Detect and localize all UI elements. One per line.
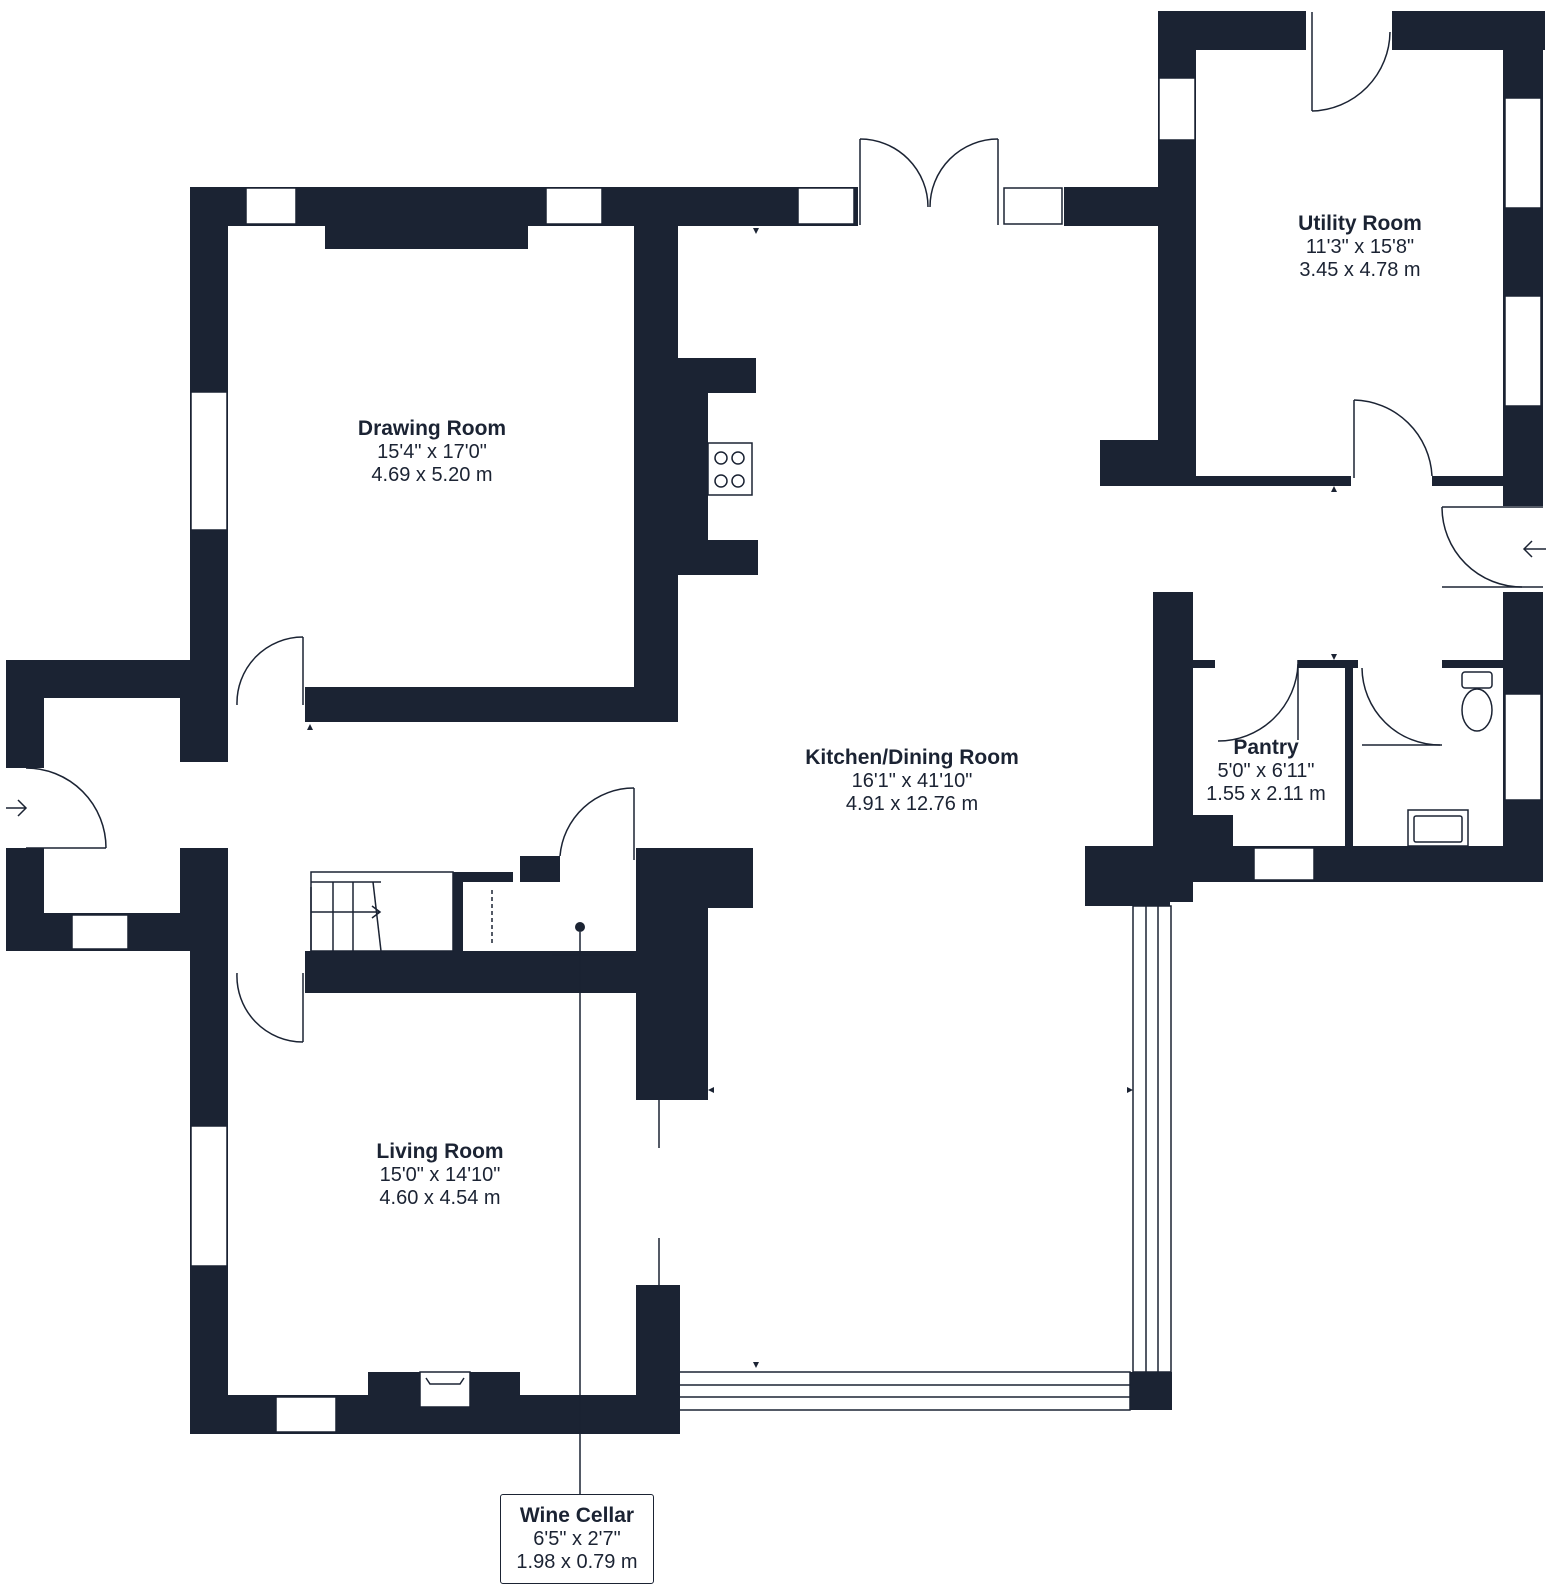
entrance-arrow-left-icon: [1522, 540, 1546, 558]
room-wine-cellar: Wine Cellar 6'5" x 2'7" 1.98 x 0.79 m: [516, 1504, 637, 1574]
room-utility-room: Utility Room 11'3" x 15'8" 3.45 x 4.78 m: [1298, 212, 1422, 282]
kitchen-east-glazing: [1128, 905, 1172, 1410]
room-drawing-room: Drawing Room 15'4" x 17'0" 4.69 x 5.20 m: [358, 417, 506, 487]
room-pantry: Pantry 5'0" x 6'11" 1.55 x 2.11 m: [1206, 736, 1326, 806]
window: [797, 187, 855, 225]
room-name: Living Room: [376, 1140, 504, 1163]
room-metric: 3.45 x 4.78 m: [1299, 259, 1421, 282]
hall-walls: [6, 660, 228, 951]
room-imperial: 11'3" x 15'8": [1305, 236, 1415, 259]
room-metric: 1.55 x 2.11 m: [1206, 783, 1326, 806]
room-imperial: 6'5" x 2'7": [533, 1528, 621, 1551]
hob-icon: [707, 442, 753, 496]
window: [1253, 847, 1315, 881]
room-kitchen-dining-room: Kitchen/Dining Room 16'1" x 41'10" 4.91 …: [805, 746, 1019, 816]
entrance-arrow-right-icon: [6, 799, 28, 817]
window: [1504, 693, 1542, 801]
room-name: Kitchen/Dining Room: [805, 746, 1019, 769]
window: [1504, 97, 1542, 209]
room-imperial: 5'0" x 6'11": [1217, 760, 1315, 783]
measure-markers: [307, 228, 1337, 1368]
central-walls: [453, 848, 753, 1100]
window: [1504, 295, 1542, 407]
sink-icon: [1407, 809, 1469, 847]
room-name: Utility Room: [1298, 212, 1422, 235]
room-living-room: Living Room 15'0" x 14'10" 4.60 x 4.54 m: [376, 1140, 503, 1210]
room-metric: 4.60 x 4.54 m: [379, 1187, 501, 1210]
room-imperial: 15'0" x 14'10": [379, 1164, 501, 1187]
room-imperial: 16'1" x 41'10": [851, 770, 973, 793]
window: [245, 187, 297, 225]
kitchen-south-glazing: [677, 1371, 1131, 1411]
window: [71, 914, 129, 950]
window: [190, 1125, 228, 1267]
wine-cellar-label-box: [500, 1494, 654, 1584]
drawing-room-walls: [190, 187, 858, 722]
window: [1003, 187, 1063, 225]
french-doors: [859, 138, 999, 225]
fireplace-icon: [419, 1371, 471, 1408]
window: [190, 391, 228, 531]
room-name: Wine Cellar: [519, 1504, 635, 1527]
stairs-icon: [310, 871, 493, 952]
room-metric: 4.91 x 12.76 m: [845, 793, 979, 816]
room-name: Pantry: [1233, 736, 1299, 759]
room-name: Drawing Room: [357, 417, 507, 440]
room-metric: 1.98 x 0.79 m: [516, 1551, 638, 1574]
room-metric: 4.69 x 5.20 m: [371, 464, 493, 487]
window: [275, 1396, 337, 1433]
room-imperial: 15'4" x 17'0": [377, 441, 487, 464]
window: [545, 187, 603, 225]
window: [1158, 77, 1196, 141]
toilet-icon: [1461, 671, 1493, 732]
